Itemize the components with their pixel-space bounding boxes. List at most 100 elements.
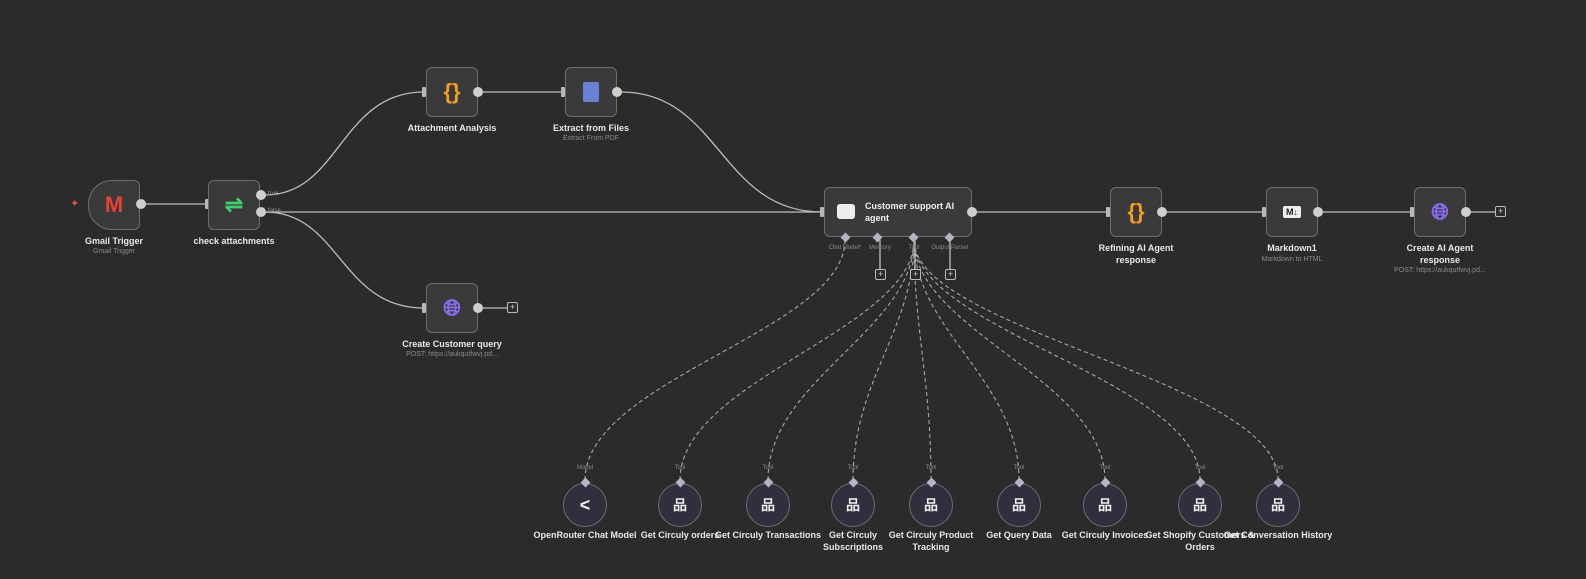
node-label: Customer support AI agent: [865, 201, 955, 223]
node-label: Create Customer query: [402, 339, 502, 349]
node-label: check attachments: [193, 236, 275, 246]
input-port[interactable]: [820, 207, 824, 217]
network-icon: 品: [1271, 497, 1285, 513]
sub-node[interactable]: 品: [1178, 483, 1222, 527]
output-port[interactable]: [473, 303, 483, 313]
port-type-label: Tool: [674, 465, 686, 471]
dashed-connection: [913, 239, 1279, 481]
port-type-label: Tool: [847, 465, 859, 471]
true-output-port[interactable]: [256, 190, 266, 200]
add-output-parser-button[interactable]: +: [945, 269, 956, 280]
network-icon: 品: [924, 497, 938, 513]
input-port[interactable]: [422, 87, 426, 97]
customer-support-agent-node[interactable]: Customer support AI agent: [824, 187, 972, 237]
robot-icon: [837, 204, 855, 219]
sub-node-label: Get Conversation History: [1223, 530, 1333, 540]
port-label: Tool: [908, 245, 920, 251]
node-label: Create AI Agent response: [1406, 243, 1474, 265]
check-attachments-node[interactable]: ⇌: [208, 180, 260, 230]
input-port[interactable]: [1410, 207, 1414, 217]
port-type-label: Tool: [1099, 465, 1111, 471]
sub-node-label: OpenRouter Chat Model: [533, 530, 637, 540]
input-port[interactable]: [1262, 207, 1266, 217]
port-label: Output Parser: [931, 245, 969, 251]
node-subtitle: Gmail Trigger: [92, 248, 135, 255]
input-port[interactable]: [1106, 207, 1110, 217]
attachment-analysis-node[interactable]: {}: [426, 67, 478, 117]
gmail-icon: M: [104, 192, 124, 217]
output-port[interactable]: [612, 87, 622, 97]
file-extract-icon: [583, 82, 599, 102]
sub-node[interactable]: 品: [1256, 483, 1300, 527]
true-label: true: [268, 191, 279, 197]
false-output-port[interactable]: [256, 207, 266, 217]
openrouter-icon: <: [579, 494, 591, 515]
network-icon: 品: [673, 497, 687, 513]
network-icon: 品: [1193, 497, 1207, 513]
network-icon: 品: [1098, 497, 1112, 513]
node-label: Refining AI Agent response: [1098, 243, 1174, 265]
markdown-icon: M↓: [1283, 206, 1301, 218]
node-label: Extract from Files: [552, 123, 630, 133]
sub-node[interactable]: 品: [746, 483, 790, 527]
output-port[interactable]: [473, 87, 483, 97]
gmail-trigger-node[interactable]: M: [88, 180, 140, 230]
input-port[interactable]: [422, 303, 426, 313]
input-port[interactable]: [561, 87, 565, 97]
input-port[interactable]: [205, 199, 209, 209]
dashed-connection: [913, 239, 1106, 481]
add-tool-button[interactable]: +: [910, 269, 921, 280]
sub-node-label: Get Circuly Subscriptions: [822, 530, 883, 552]
false-label: false: [268, 208, 281, 214]
output-port[interactable]: [1157, 207, 1167, 217]
port-type-label: Tool: [1194, 465, 1206, 471]
dashed-connection: [852, 239, 915, 481]
code-braces-icon: {}: [443, 79, 461, 104]
sub-node[interactable]: 品: [831, 483, 875, 527]
markdown-node[interactable]: M↓: [1266, 187, 1318, 237]
code-braces-icon: {}: [1127, 199, 1145, 224]
node-subtitle: POST: https://aukqutfwvj.pd...: [406, 351, 498, 358]
output-port[interactable]: [1313, 207, 1323, 217]
sub-node[interactable]: 品: [658, 483, 702, 527]
dashed-connection: [679, 239, 915, 481]
node-label: Attachment Analysis: [407, 123, 497, 133]
network-icon: 品: [846, 497, 860, 513]
sub-node-label: Get Circuly Product Tracking: [888, 530, 974, 552]
extract-from-files-node[interactable]: [565, 67, 617, 117]
sub-node[interactable]: 品: [1083, 483, 1127, 527]
sub-node[interactable]: 品: [997, 483, 1041, 527]
sub-node[interactable]: <: [563, 483, 607, 527]
output-port[interactable]: [136, 199, 146, 209]
add-node-button[interactable]: +: [507, 302, 518, 313]
network-icon: 品: [1012, 497, 1026, 513]
dashed-connection: [584, 239, 846, 481]
node-label: Gmail Trigger: [84, 236, 144, 246]
output-port[interactable]: [967, 207, 977, 217]
port-type-label: Model: [576, 465, 594, 471]
refining-response-node[interactable]: {}: [1110, 187, 1162, 237]
if-signpost-icon: ⇌: [224, 192, 244, 217]
create-customer-query-node[interactable]: 🌐︎: [426, 283, 478, 333]
add-node-button[interactable]: +: [1495, 206, 1506, 217]
port-label: Memory: [869, 245, 891, 251]
sub-node-label: Get Circuly Transactions: [714, 530, 822, 540]
create-agent-response-node[interactable]: 🌐︎: [1414, 187, 1466, 237]
dashed-connection: [913, 239, 1201, 481]
port-type-label: Tool: [762, 465, 774, 471]
node-subtitle: Markdown to HTML: [1261, 256, 1323, 263]
trigger-bolt-icon: ✦: [70, 198, 80, 210]
output-port[interactable]: [1461, 207, 1471, 217]
add-memory-button[interactable]: +: [875, 269, 886, 280]
globe-icon: 🌐︎: [443, 295, 461, 320]
sub-node-label: Get Shopify Customers & Orders: [1145, 530, 1255, 552]
sub-node[interactable]: 品: [909, 483, 953, 527]
node-label: Markdown1: [1267, 243, 1317, 253]
port-type-label: Tool: [1013, 465, 1025, 471]
dashed-connection: [913, 239, 932, 481]
port-label: Chat Model*: [828, 245, 862, 251]
node-subtitle: Extract From PDF: [562, 135, 619, 142]
network-icon: 品: [761, 497, 775, 513]
globe-icon: 🌐︎: [1431, 199, 1449, 224]
